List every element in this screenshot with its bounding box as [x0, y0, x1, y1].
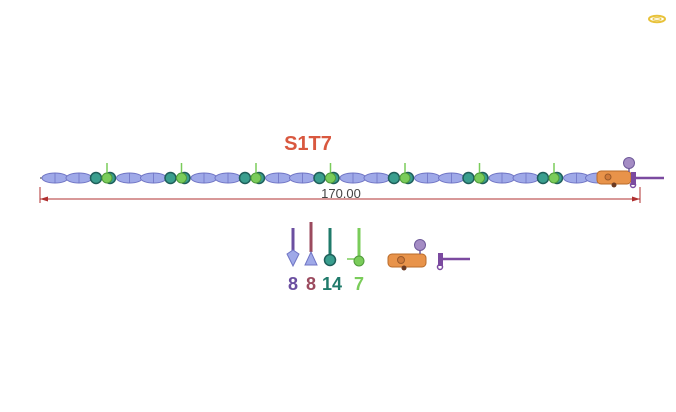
round-bead-icon [462, 171, 475, 185]
round-bead-icon [313, 171, 326, 185]
ring-icon [648, 14, 666, 24]
spacer-bead-icon [474, 172, 485, 184]
legend-bicone: 8 [286, 228, 300, 294]
round-bead-icon [387, 171, 401, 185]
length-value: 170.00 [321, 186, 361, 201]
legend-toggle-bar [436, 253, 470, 271]
spacer-bead-icon [250, 172, 262, 184]
toggle-bar-icon [629, 172, 664, 189]
bicone-bead-icon [286, 249, 300, 268]
round-bead-icon [238, 171, 252, 185]
design-title: S1T7 [284, 133, 332, 155]
spacer-bead-icon [101, 172, 113, 184]
legend-clasp [387, 239, 427, 271]
spacer-bead-icon [353, 255, 365, 267]
round-bead-icon [89, 171, 103, 185]
rondelle-bead-icon [304, 250, 318, 266]
legend-spacer-count: 7 [354, 274, 364, 294]
legend-round-count: 14 [322, 274, 342, 294]
bead-strand [40, 163, 640, 185]
spacer-bead-icon [548, 172, 560, 184]
spacer-bead-icon [325, 172, 336, 184]
legend-bicone-count: 8 [288, 274, 298, 294]
legend-round: 14 [322, 228, 342, 294]
length-dimension: 170.00 [39, 186, 641, 203]
spacer-bead-icon [399, 172, 411, 184]
round-bead-icon [164, 171, 177, 185]
bead-legend: 8 8 14 7 [286, 222, 470, 294]
legend-rondelle-count: 8 [306, 274, 316, 294]
legend-spacer: 7 [347, 228, 365, 294]
lobster-clasp-icon [596, 157, 635, 188]
legend-rondelle: 8 [304, 222, 318, 294]
round-bead-icon [536, 171, 550, 185]
round-bead-icon [323, 253, 337, 267]
spacer-bead-icon [176, 172, 187, 184]
